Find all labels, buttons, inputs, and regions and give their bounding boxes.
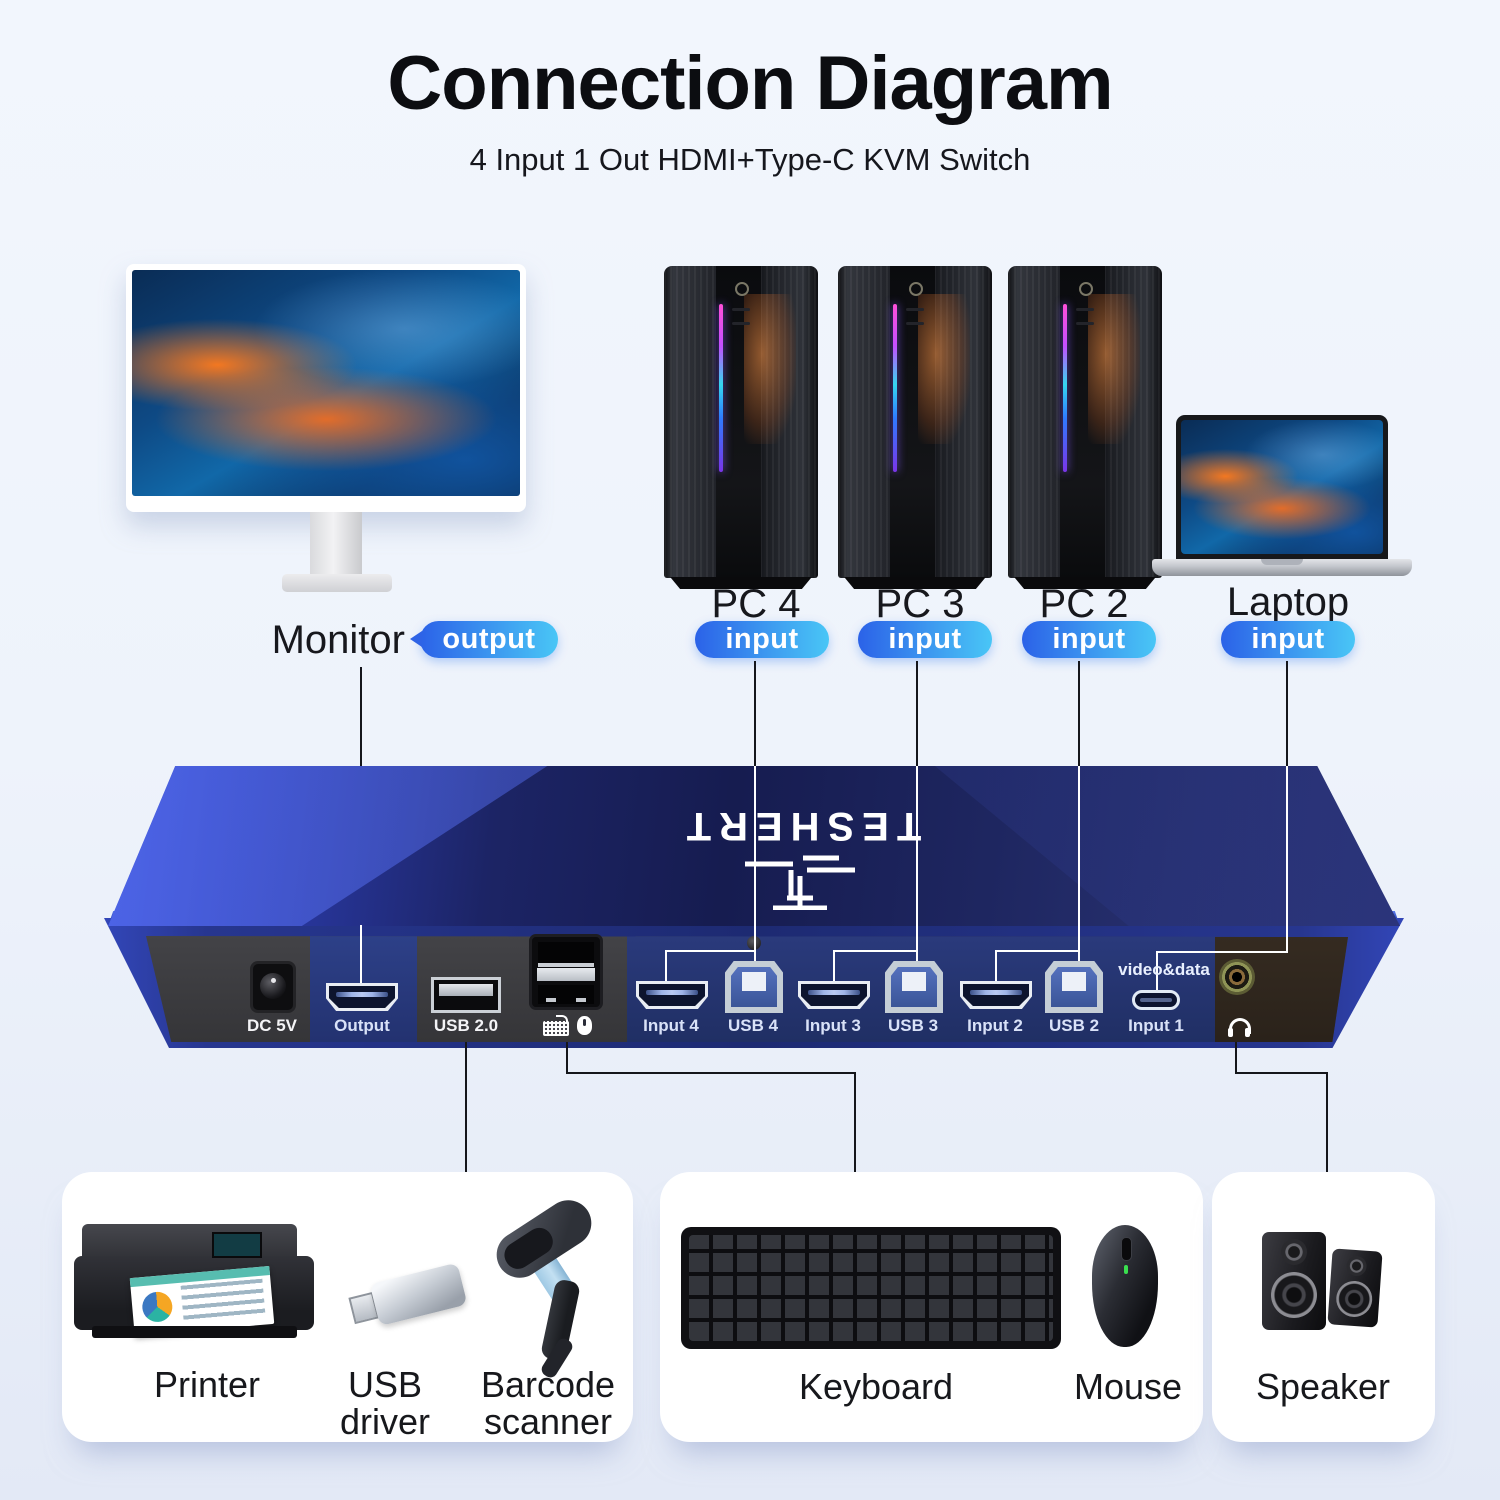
connection-line xyxy=(916,766,918,962)
connection-line xyxy=(1326,1072,1328,1172)
connection-line xyxy=(833,950,918,952)
usb-driver-label: USB driver xyxy=(339,1364,431,1442)
connection-line xyxy=(1235,1042,1237,1074)
dc-power-port xyxy=(250,961,296,1013)
hdmi-input-4-port xyxy=(636,981,708,1009)
speaker-card: Speaker xyxy=(1212,1172,1435,1442)
pc2-input-badge: input xyxy=(1022,621,1156,658)
connection-line xyxy=(1286,661,1288,766)
barcode-scanner-label: Barcode scanner xyxy=(480,1364,616,1442)
monitor-label: Monitor xyxy=(271,618,405,662)
laptop-illustration xyxy=(1176,415,1388,559)
usb-b-3-port xyxy=(885,961,943,1013)
mouse-label: Mouse xyxy=(1073,1366,1183,1407)
connection-line xyxy=(754,766,756,962)
connection-line xyxy=(1286,766,1288,953)
connection-line xyxy=(566,1042,568,1074)
connection-line xyxy=(665,950,667,982)
pc4-illustration xyxy=(664,266,818,578)
connection-line xyxy=(465,1042,467,1172)
connection-line xyxy=(854,1072,856,1172)
usb-2-0-label: USB 2.0 xyxy=(433,1016,499,1035)
monitor-stand xyxy=(310,512,362,576)
pc2-illustration xyxy=(1008,266,1162,578)
monitor-illustration xyxy=(126,264,526,512)
usb-3-label: USB 3 xyxy=(887,1016,939,1035)
connection-line xyxy=(566,1072,856,1074)
usb-2-0-port xyxy=(431,977,501,1013)
keyboard-label: Keyboard xyxy=(798,1366,954,1407)
input-4-label: Input 4 xyxy=(643,1016,699,1035)
input-3-label: Input 3 xyxy=(805,1016,861,1035)
input-1-label: Input 1 xyxy=(1128,1016,1184,1035)
audio-jack-port xyxy=(1219,959,1255,995)
hdmi-output-port xyxy=(326,983,398,1011)
keyboard-illustration xyxy=(681,1227,1061,1349)
mouse-icon xyxy=(577,1016,592,1035)
output-label: Output xyxy=(334,1016,390,1035)
printer-label: Printer xyxy=(153,1364,261,1405)
badge-tail-icon xyxy=(410,631,422,647)
headphones-icon xyxy=(1228,1018,1252,1037)
output-badge: output xyxy=(410,621,558,658)
connection-line xyxy=(1156,951,1288,953)
pc4-input-badge: input xyxy=(695,621,829,658)
connection-line xyxy=(1078,661,1080,766)
usb-4-label: USB 4 xyxy=(727,1016,779,1035)
connection-line xyxy=(1235,1072,1328,1074)
keyboard-mouse-usb-ports xyxy=(529,934,603,1010)
hdmi-input-2-port xyxy=(960,981,1032,1009)
usb-c-input-1-port xyxy=(1132,990,1180,1010)
connection-line xyxy=(995,950,1080,952)
mouse-illustration xyxy=(1092,1225,1158,1347)
laptop-base xyxy=(1152,559,1412,576)
page-subtitle: 4 Input 1 Out HDMI+Type-C KVM Switch xyxy=(469,142,1031,177)
usb-b-2-port xyxy=(1045,961,1103,1013)
pc4-label: PC 4 xyxy=(711,582,801,626)
video-data-label: video&data xyxy=(1118,960,1210,979)
connection-line xyxy=(916,661,918,766)
monitor-base xyxy=(282,574,392,592)
peripherals-card: Printer USB driver Barcode scanner xyxy=(62,1172,633,1442)
connection-line xyxy=(754,661,756,766)
keyboard-icon xyxy=(543,1015,569,1036)
page-title: Connection Diagram xyxy=(387,41,1113,126)
laptop-input-badge: input xyxy=(1221,621,1355,658)
connection-line xyxy=(360,925,362,983)
connection-line xyxy=(995,950,997,982)
pc3-illustration xyxy=(838,266,992,578)
usb-b-4-port xyxy=(725,961,783,1013)
brand-logo: TESHERT xyxy=(640,790,960,910)
laptop-screen xyxy=(1181,420,1383,554)
laptop-label: Laptop xyxy=(1226,580,1350,624)
connection-line xyxy=(1078,766,1080,962)
monitor-screen xyxy=(132,270,520,496)
usb-2-label: USB 2 xyxy=(1048,1016,1100,1035)
input-2-label: Input 2 xyxy=(967,1016,1023,1035)
pc2-label: PC 2 xyxy=(1039,582,1129,626)
keyboard-mouse-card: Keyboard Mouse xyxy=(660,1172,1203,1442)
dc-5v-label: DC 5V xyxy=(246,1016,298,1035)
teshert-logo-mark xyxy=(745,855,855,910)
pc3-input-badge: input xyxy=(858,621,992,658)
speaker-label: Speaker xyxy=(1255,1366,1391,1407)
connection-line xyxy=(665,950,756,952)
pc3-label: PC 3 xyxy=(875,582,965,626)
connection-line xyxy=(1156,951,1158,991)
usb-driver-illustration xyxy=(344,1250,476,1343)
hdmi-input-3-port xyxy=(798,981,870,1009)
connection-line xyxy=(833,950,835,982)
